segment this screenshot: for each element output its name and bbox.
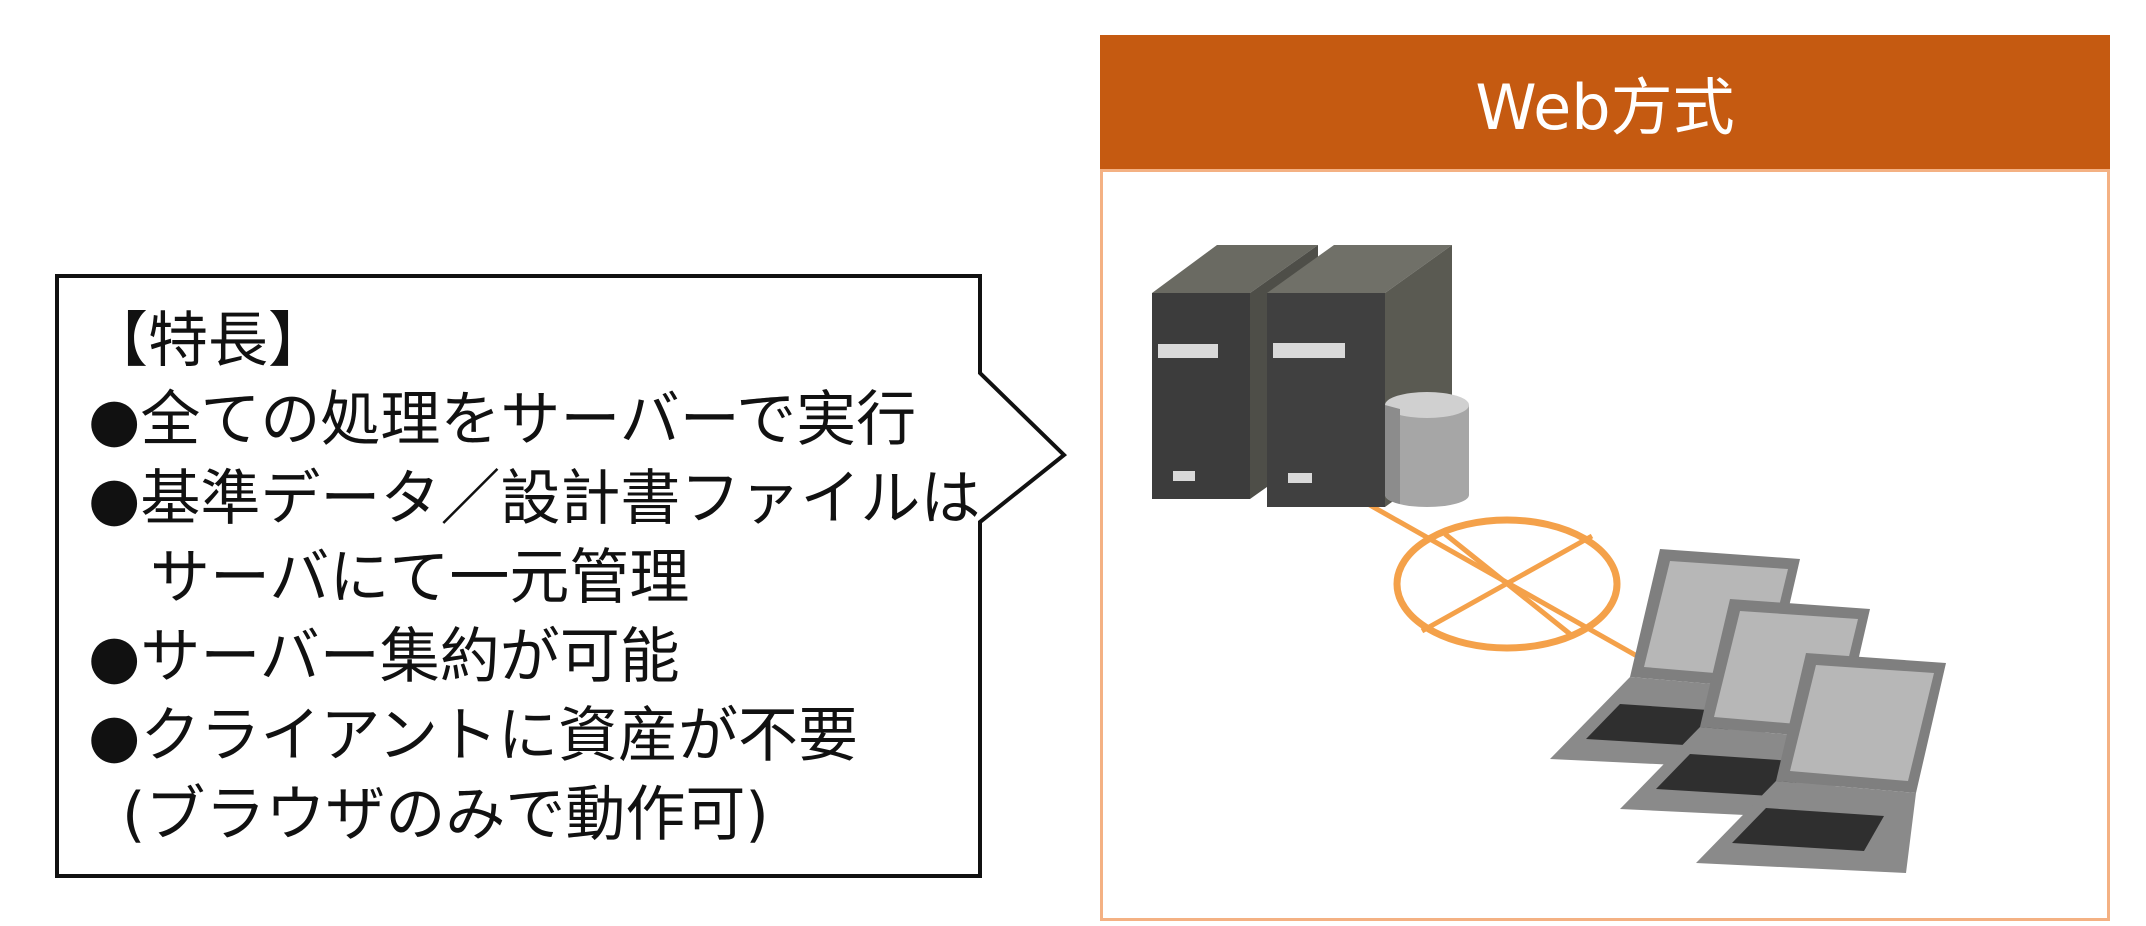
feature-item: ●全ての処理をサーバーで実行 [88, 385, 917, 455]
features-title: 【特長】 [88, 306, 328, 376]
feature-item: ●サーバー集約が可能 [88, 622, 680, 692]
feature-item: ●基準データ／設計書ファイルは [88, 464, 981, 534]
web-architecture-illustration [1152, 245, 1946, 873]
feature-item: ●クライアントに資産が不要 [88, 701, 858, 771]
features-text: 【特長】 ●全ての処理をサーバーで実行 ●基準データ／設計書ファイルは サーバに… [88, 302, 988, 855]
network-ring-icon [1366, 501, 1662, 672]
feature-item-continuation: (ブラウザのみで動作可) [122, 780, 769, 850]
panel-title: Web方式 [1475, 71, 1735, 144]
feature-item-continuation: サーバにて一元管理 [150, 543, 690, 613]
database-icon [1385, 392, 1469, 507]
laptop-icon [1696, 653, 1946, 873]
server-rack-icon [1152, 245, 1452, 507]
panel-header: Web方式 [1100, 35, 2110, 169]
